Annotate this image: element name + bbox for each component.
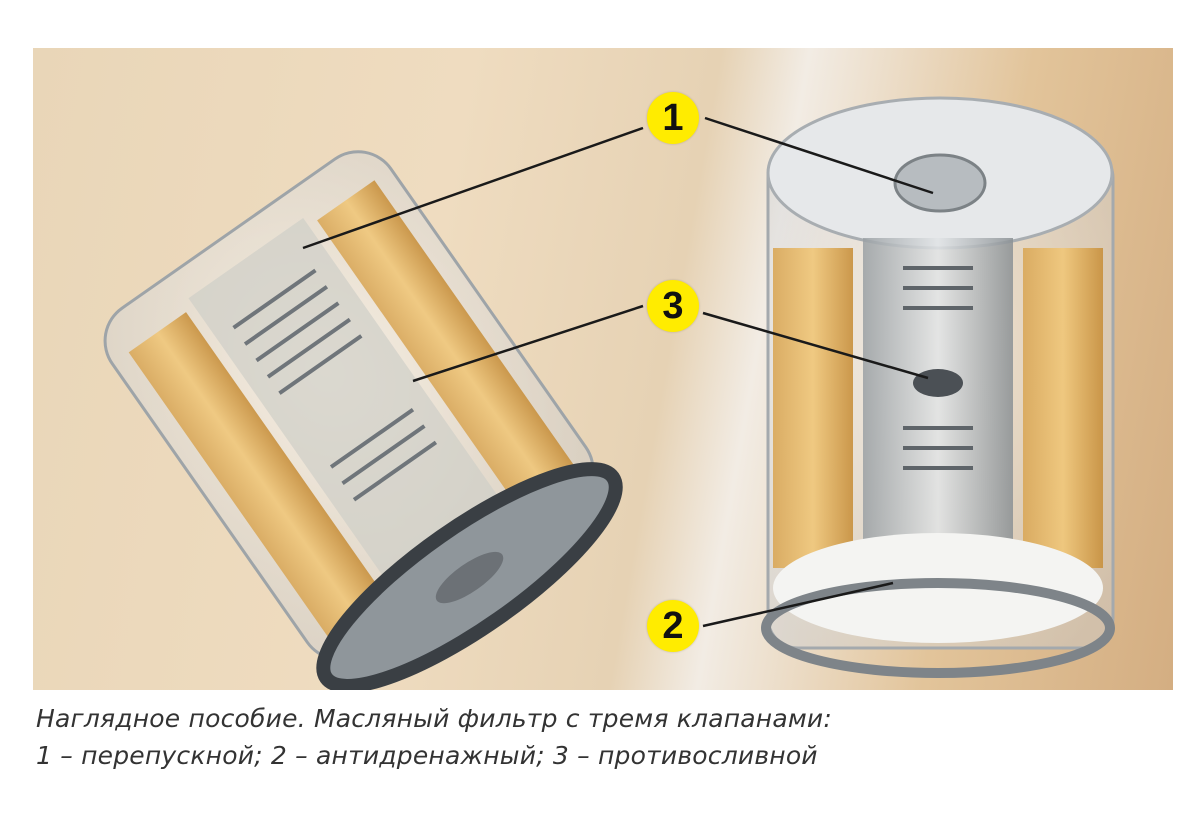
filter-illustration <box>103 96 1115 690</box>
callout-2-anti-drainage-valve: 2 <box>647 600 699 652</box>
oil-filter-photo: 1 3 2 <box>33 48 1173 690</box>
caption-line-1: Наглядное пособие. Масляный фильтр с тре… <box>36 704 833 733</box>
callout-1-bypass-valve: 1 <box>647 92 699 144</box>
figure-caption: Наглядное пособие. Масляный фильтр с тре… <box>36 700 1136 774</box>
callout-3-anti-drain-back-valve: 3 <box>647 280 699 332</box>
caption-line-2: 1 – перепускной; 2 – антидренажный; 3 – … <box>36 741 818 770</box>
